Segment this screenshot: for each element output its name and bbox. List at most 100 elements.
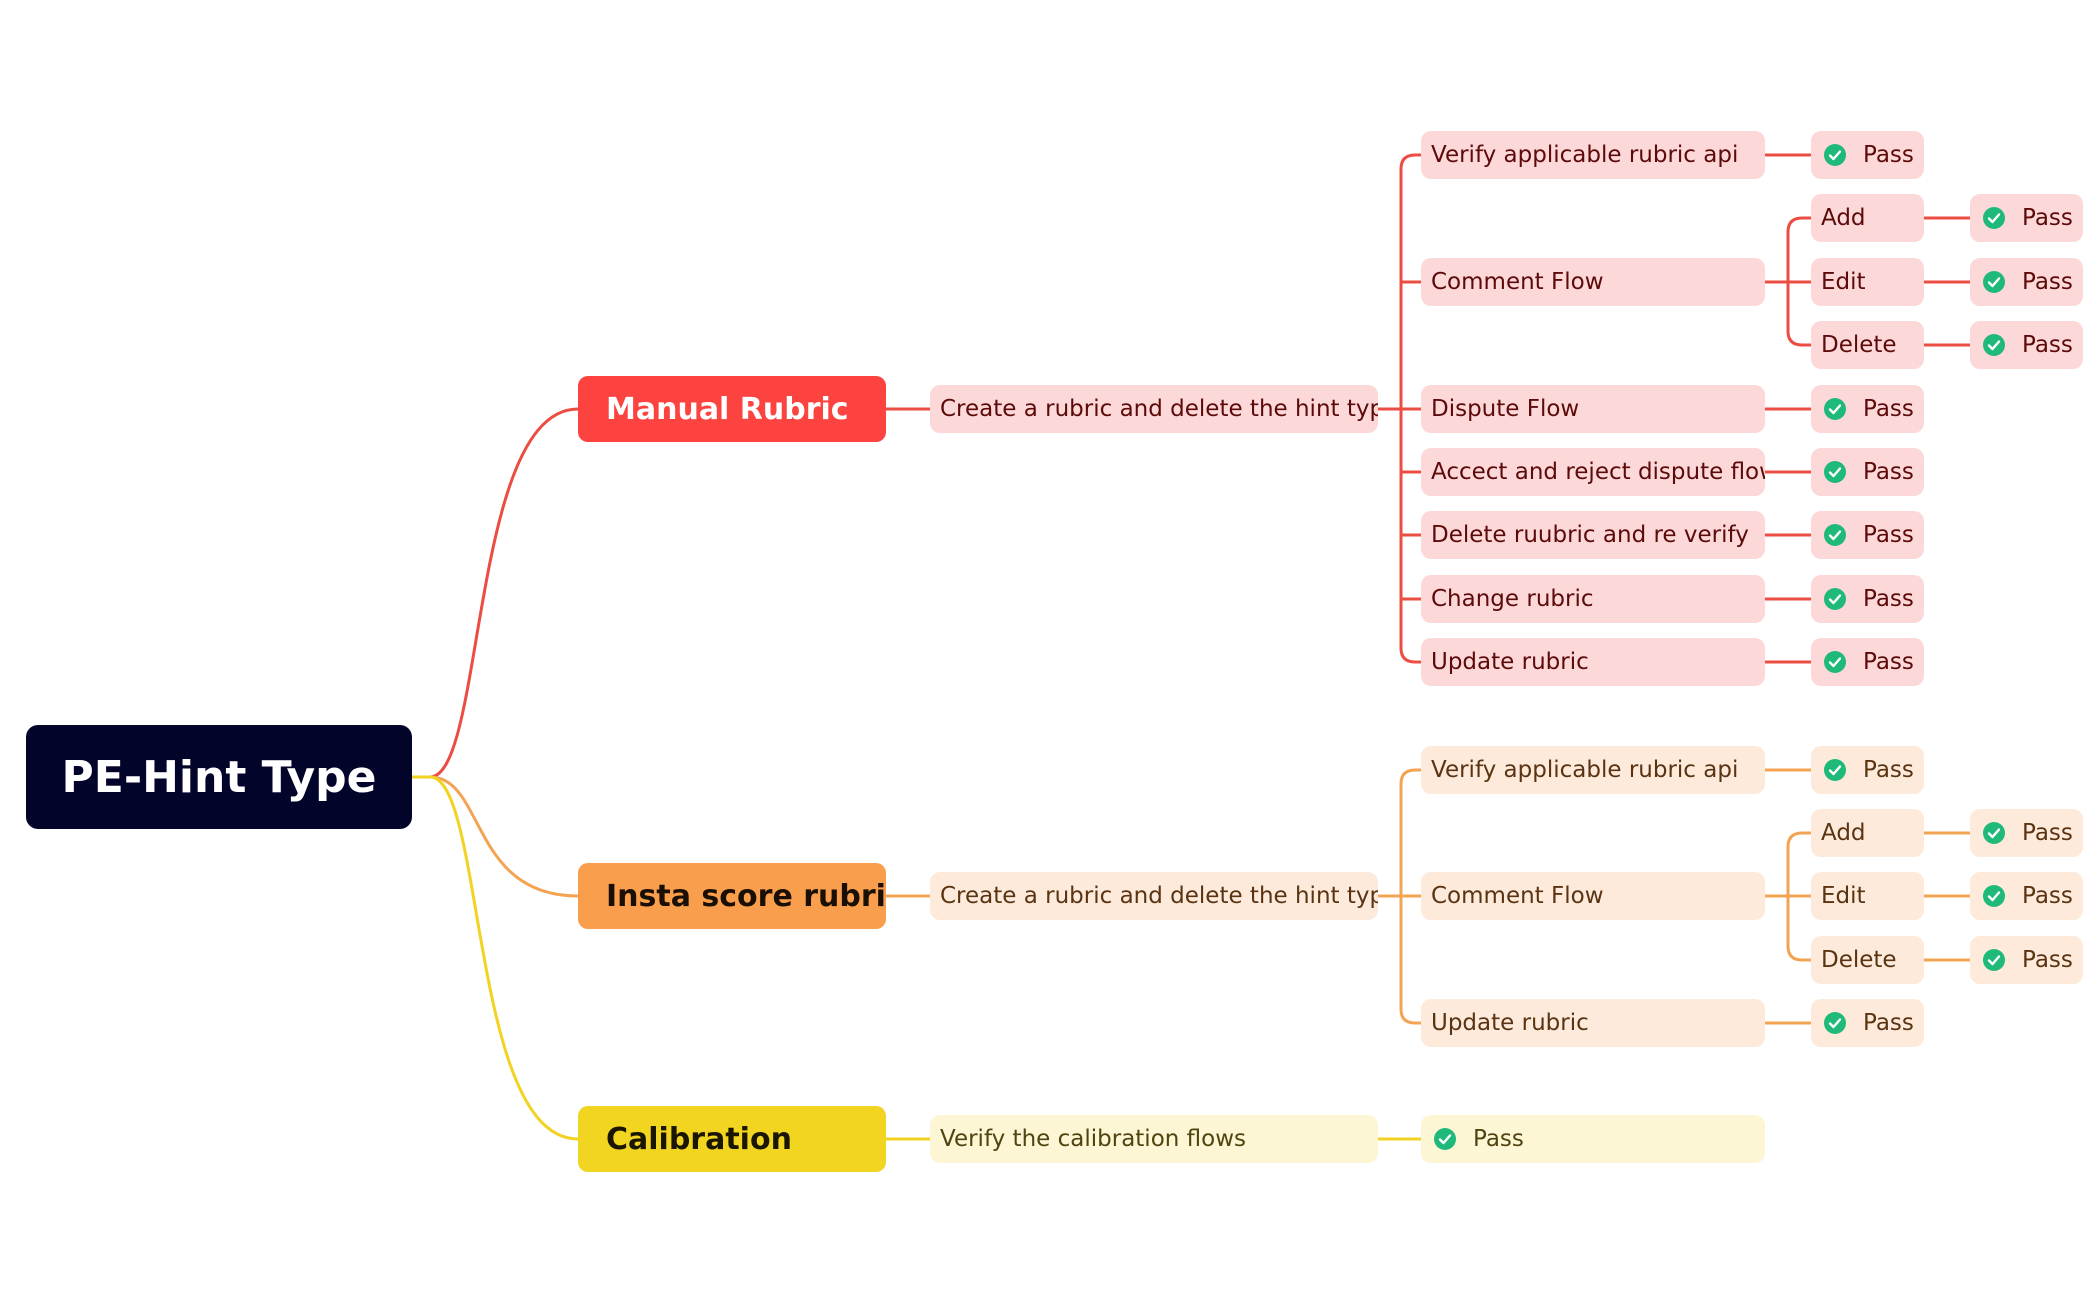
check-circle-icon xyxy=(1824,588,1846,610)
root-edge-insta xyxy=(428,775,580,898)
result-manual-2-label: Pass xyxy=(1863,396,1914,422)
branch-calibration-label: Calibration xyxy=(606,1121,792,1157)
child-manual[interactable]: Create a rubric and delete the hint type xyxy=(930,385,1378,433)
child-insta-label: Create a rubric and delete the hint type xyxy=(940,883,1378,909)
item-manual-2[interactable]: Dispute Flow xyxy=(1421,385,1765,433)
check-circle-icon xyxy=(1824,461,1846,483)
check-circle-icon xyxy=(1983,207,2005,229)
item-manual-6-label: Update rubric xyxy=(1431,649,1589,675)
result-manual-4-label: Pass xyxy=(1863,522,1914,548)
child-manual-label: Create a rubric and delete the hint type xyxy=(940,396,1378,422)
item-edge-insta-2 xyxy=(1399,1007,1423,1025)
check-circle-icon xyxy=(1824,651,1846,673)
item-manual-4[interactable]: Delete ruubric and re verify xyxy=(1421,511,1765,559)
item-edge-manual-6 xyxy=(1399,646,1423,664)
result-manual-6[interactable]: Pass xyxy=(1811,638,1924,686)
subitem-manual-0-label: Add xyxy=(1821,205,1866,231)
item-manual-3[interactable]: Accect and reject dispute flow xyxy=(1421,448,1765,496)
item-edge-insta-0 xyxy=(1399,768,1423,786)
result-manual-2[interactable]: Pass xyxy=(1811,385,1924,433)
branch-manual-label: Manual Rubric xyxy=(606,391,849,427)
sub-result-manual-2[interactable]: Pass xyxy=(1970,321,2083,369)
sub-edge-manual-2 xyxy=(1786,329,1813,347)
check-circle-icon xyxy=(1983,885,2005,907)
subitem-manual-1[interactable]: Edit xyxy=(1811,258,1924,306)
check-circle-icon xyxy=(1824,398,1846,420)
subitem-insta-0[interactable]: Add xyxy=(1811,809,1924,857)
branch-calibration[interactable]: Calibration xyxy=(578,1106,886,1172)
subitem-manual-2[interactable]: Delete xyxy=(1811,321,1924,369)
result-manual-0[interactable]: Pass xyxy=(1811,131,1924,179)
subitem-insta-2-label: Delete xyxy=(1821,947,1897,973)
subitem-insta-2[interactable]: Delete xyxy=(1811,936,1924,984)
sub-edge-insta-2 xyxy=(1786,944,1813,962)
item-insta-2[interactable]: Update rubric xyxy=(1421,999,1765,1047)
result-manual-3-label: Pass xyxy=(1863,459,1914,485)
check-circle-icon xyxy=(1983,822,2005,844)
root-edge-manual xyxy=(428,407,580,779)
subitem-manual-2-label: Delete xyxy=(1821,332,1897,358)
subitem-insta-0-label: Add xyxy=(1821,820,1866,846)
sub-result-insta-2-label: Pass xyxy=(2022,947,2073,973)
sub-result-manual-1[interactable]: Pass xyxy=(1970,258,2083,306)
sub-result-manual-1-label: Pass xyxy=(2022,269,2073,295)
child-calibration-label: Verify the calibration flows xyxy=(940,1126,1247,1152)
item-edge-manual-0 xyxy=(1399,153,1423,171)
sub-result-manual-0[interactable]: Pass xyxy=(1970,194,2083,242)
item-manual-5[interactable]: Change rubric xyxy=(1421,575,1765,623)
result-manual-0-label: Pass xyxy=(1863,142,1914,168)
sub-result-insta-0[interactable]: Pass xyxy=(1970,809,2083,857)
item-manual-0[interactable]: Verify applicable rubric api xyxy=(1421,131,1765,179)
branch-insta-label: Insta score rubric xyxy=(606,878,886,914)
branch-insta[interactable]: Insta score rubric xyxy=(578,863,886,929)
result-manual-4[interactable]: Pass xyxy=(1811,511,1924,559)
result-insta-2[interactable]: Pass xyxy=(1811,999,1924,1047)
check-circle-icon xyxy=(1983,271,2005,293)
item-insta-0[interactable]: Verify applicable rubric api xyxy=(1421,746,1765,794)
item-manual-3-label: Accect and reject dispute flow xyxy=(1431,459,1765,485)
sub-result-insta-1-label: Pass xyxy=(2022,883,2073,909)
check-circle-icon xyxy=(1434,1128,1456,1150)
check-circle-icon xyxy=(1824,144,1846,166)
item-insta-1[interactable]: Comment Flow xyxy=(1421,872,1765,920)
check-circle-icon xyxy=(1824,524,1846,546)
item-manual-6[interactable]: Update rubric xyxy=(1421,638,1765,686)
sub-result-manual-2-label: Pass xyxy=(2022,332,2073,358)
sub-edge-manual-0 xyxy=(1786,216,1813,234)
check-circle-icon xyxy=(1824,759,1846,781)
item-manual-0-label: Verify applicable rubric api xyxy=(1431,142,1739,168)
check-circle-icon xyxy=(1824,1012,1846,1034)
item-insta-0-label: Verify applicable rubric api xyxy=(1431,757,1739,783)
subitem-manual-0[interactable]: Add xyxy=(1811,194,1924,242)
sub-result-manual-0-label: Pass xyxy=(2022,205,2073,231)
branch-manual[interactable]: Manual Rubric xyxy=(578,376,886,442)
child-calibration[interactable]: Verify the calibration flows xyxy=(930,1115,1378,1163)
result-manual-6-label: Pass xyxy=(1863,649,1914,675)
result-insta-2-label: Pass xyxy=(1863,1010,1914,1036)
subitem-manual-1-label: Edit xyxy=(1821,269,1866,295)
sub-edge-insta-0 xyxy=(1786,831,1813,849)
result-manual-3[interactable]: Pass xyxy=(1811,448,1924,496)
item-insta-1-label: Comment Flow xyxy=(1431,883,1604,909)
result-calibration-label: Pass xyxy=(1473,1126,1524,1152)
result-manual-5[interactable]: Pass xyxy=(1811,575,1924,623)
sub-result-insta-1[interactable]: Pass xyxy=(1970,872,2083,920)
item-manual-4-label: Delete ruubric and re verify xyxy=(1431,522,1749,548)
root-node[interactable]: PE-Hint Type xyxy=(26,725,412,829)
check-circle-icon xyxy=(1983,949,2005,971)
result-manual-5-label: Pass xyxy=(1863,586,1914,612)
child-insta[interactable]: Create a rubric and delete the hint type xyxy=(930,872,1378,920)
result-calibration[interactable]: Pass xyxy=(1421,1115,1765,1163)
item-manual-1[interactable]: Comment Flow xyxy=(1421,258,1765,306)
sub-result-insta-0-label: Pass xyxy=(2022,820,2073,846)
subitem-insta-1[interactable]: Edit xyxy=(1811,872,1924,920)
root-edge-calibration xyxy=(428,775,580,1141)
item-manual-5-label: Change rubric xyxy=(1431,586,1594,612)
sub-result-insta-2[interactable]: Pass xyxy=(1970,936,2083,984)
result-insta-0[interactable]: Pass xyxy=(1811,746,1924,794)
item-manual-2-label: Dispute Flow xyxy=(1431,396,1580,422)
check-circle-icon xyxy=(1983,334,2005,356)
result-insta-0-label: Pass xyxy=(1863,757,1914,783)
subitem-insta-1-label: Edit xyxy=(1821,883,1866,909)
